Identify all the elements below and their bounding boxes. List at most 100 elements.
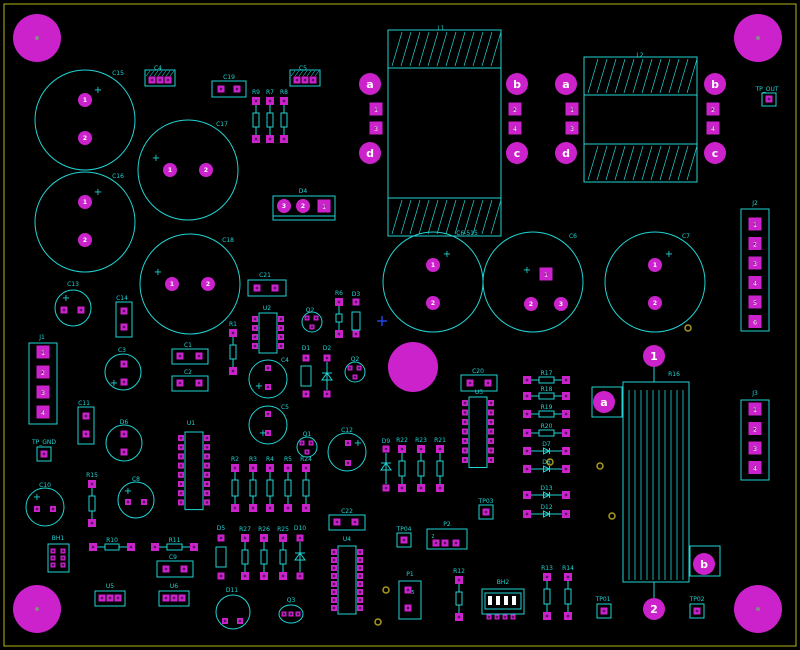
silk-outline xyxy=(34,69,136,171)
pad-number: a xyxy=(562,78,569,91)
pad-hole xyxy=(564,394,568,398)
silk-line xyxy=(472,31,484,67)
polarity-mark: + xyxy=(354,438,362,449)
pad xyxy=(296,199,310,213)
resistor-r1: R1 xyxy=(229,321,237,375)
silk-line xyxy=(418,31,430,67)
pad-hole xyxy=(346,441,350,445)
silk-outline xyxy=(604,231,706,333)
silk-label: C4 xyxy=(281,357,289,364)
pad-hole xyxy=(122,309,126,313)
silk-label: R19 xyxy=(541,404,553,411)
pad-hole xyxy=(602,609,606,613)
pad xyxy=(165,277,179,291)
pad-hole xyxy=(281,536,285,540)
silk-line xyxy=(157,70,163,77)
capacitor-c9: C9 xyxy=(156,554,194,578)
silk-line xyxy=(650,58,662,94)
pad-hole xyxy=(253,344,257,348)
pad-hole xyxy=(238,619,242,623)
resistor-r10: R10 xyxy=(89,537,135,551)
silk-label: 1 xyxy=(544,272,548,279)
via-ring xyxy=(382,586,390,594)
resistor-r6: R6 xyxy=(335,290,343,338)
pad-hole xyxy=(489,439,493,443)
silk-line xyxy=(391,199,403,235)
silk-label: C22 xyxy=(341,508,353,515)
resistor-r27: R27 xyxy=(239,526,251,580)
capacitor-c14: C14 xyxy=(115,295,133,338)
pad-hole xyxy=(753,300,757,304)
silk-outline xyxy=(171,375,209,392)
capacitor-c4: +C4 xyxy=(248,357,289,399)
pad-hole xyxy=(243,574,247,578)
pad-hole xyxy=(511,615,515,619)
silk-label: D11 xyxy=(226,587,238,594)
pad-hole xyxy=(489,401,493,405)
silk-label: 1 xyxy=(41,350,45,357)
pad-hole xyxy=(179,482,183,486)
pad-hole xyxy=(566,614,570,618)
silk-label: D13 xyxy=(540,485,552,492)
silk-outline xyxy=(47,543,70,573)
silk-outline xyxy=(468,396,488,468)
silk-outline xyxy=(28,342,58,425)
pad-hole xyxy=(61,563,65,567)
pad-hole xyxy=(400,486,404,490)
resistor-r2: R2 xyxy=(231,456,239,512)
pad-hole xyxy=(51,563,55,567)
silk-outline xyxy=(481,588,525,615)
resistor-r17: R17 xyxy=(523,370,570,384)
silk-line xyxy=(306,70,312,77)
silk-label: 1 xyxy=(570,107,574,114)
pad-hole xyxy=(179,501,183,504)
silk-line xyxy=(623,58,635,94)
silk-outline xyxy=(740,399,770,481)
pad-hole xyxy=(753,261,757,265)
via-ring xyxy=(374,618,382,626)
resistor-r11: R11 xyxy=(151,537,198,551)
pad-hole xyxy=(753,446,757,450)
pad-hole xyxy=(192,545,196,549)
drill xyxy=(35,607,39,611)
pad-hole xyxy=(279,326,283,330)
silk-label: D10 xyxy=(294,525,306,532)
silk-outline xyxy=(689,545,721,577)
pad xyxy=(78,93,92,107)
silk-outline xyxy=(296,436,318,458)
silk-outline xyxy=(248,405,288,445)
silk-label: Q3 xyxy=(287,597,296,604)
pad-hole xyxy=(767,97,771,101)
silk-label: J1 xyxy=(38,334,45,341)
pad-hole xyxy=(51,556,55,560)
silk-outline xyxy=(272,195,336,221)
silk-outline xyxy=(327,432,367,472)
pad-hole xyxy=(51,549,55,553)
pad xyxy=(693,553,715,575)
pad-hole xyxy=(358,558,362,562)
pad xyxy=(359,73,381,95)
silk-outline xyxy=(36,446,52,462)
silk-outline xyxy=(583,143,698,183)
silk-line xyxy=(145,70,151,77)
silk-outline xyxy=(460,374,498,392)
pad-hole xyxy=(753,281,757,284)
resistor-r19: R19 xyxy=(523,404,570,418)
diode-d9: D9 xyxy=(380,438,392,492)
transistor-q2: Q2 xyxy=(344,356,366,383)
drill xyxy=(756,607,760,611)
pad-hole xyxy=(384,447,388,451)
pad-hole xyxy=(525,431,529,435)
pad-hole xyxy=(142,500,146,504)
pad-hole xyxy=(711,107,715,111)
pad-hole xyxy=(166,78,170,82)
board-outline xyxy=(3,3,797,647)
pad-hole xyxy=(180,596,184,600)
pad-hole xyxy=(205,473,209,476)
drill xyxy=(35,36,39,40)
polarity-mark: + xyxy=(152,153,160,164)
silk-label: C16 xyxy=(112,173,124,180)
diode-symbol xyxy=(321,372,333,381)
mounting-hole xyxy=(13,585,61,633)
silk-line xyxy=(310,70,316,77)
